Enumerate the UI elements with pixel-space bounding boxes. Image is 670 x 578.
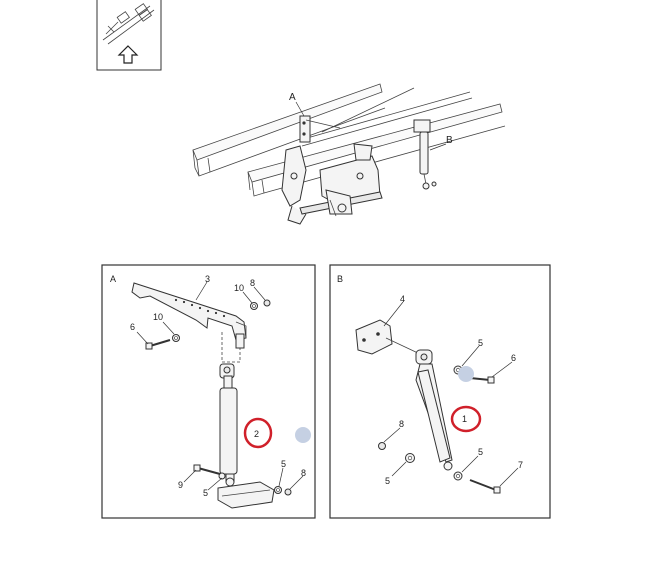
panel-a-label-8-top: 8	[250, 278, 255, 288]
panel-a-label-3: 3	[205, 274, 210, 284]
panel-a-label-2: 2	[254, 429, 259, 439]
panel-b-frame	[329, 264, 551, 519]
panel-a-label-8-bottom: 8	[301, 468, 306, 478]
panel-a-frame	[101, 264, 316, 519]
detail-panel-b: B 4 5	[329, 264, 551, 519]
panel-a-label-5-right: 5	[281, 459, 286, 469]
marker-dot	[458, 366, 474, 382]
panel-b-label-5-top: 5	[478, 338, 483, 348]
highlight-circle-part-2[interactable]	[243, 417, 273, 449]
panel-b-title: B	[337, 274, 343, 284]
panel-a-label-9: 9	[178, 480, 183, 490]
chassis-overview: A B	[192, 83, 506, 225]
arrow-up-icon	[117, 45, 139, 64]
highlight-circle-part-1[interactable]	[450, 405, 482, 433]
detail-panel-a: A	[101, 264, 316, 519]
panel-a-label-6: 6	[130, 322, 135, 332]
panel-a-label-10-top: 10	[234, 283, 244, 293]
panel-b-label-1: 1	[462, 414, 467, 424]
panel-b-label-7: 7	[518, 460, 523, 470]
panel-a-title: A	[110, 274, 116, 284]
panel-b-label-6: 6	[511, 353, 516, 363]
panel-b-label-5-right: 5	[478, 447, 483, 457]
panel-a-label-10: 10	[153, 312, 163, 322]
section-thumbnail-icon[interactable]	[96, 0, 162, 71]
marker-dot	[295, 427, 311, 443]
panel-b-label-8: 8	[399, 419, 404, 429]
overview-callout-a: A	[289, 92, 296, 103]
panel-b-label-5-left: 5	[385, 476, 390, 486]
panel-b-label-4: 4	[400, 294, 405, 304]
overview-callout-b: B	[446, 135, 453, 146]
panel-a-label-5-left: 5	[203, 488, 208, 498]
